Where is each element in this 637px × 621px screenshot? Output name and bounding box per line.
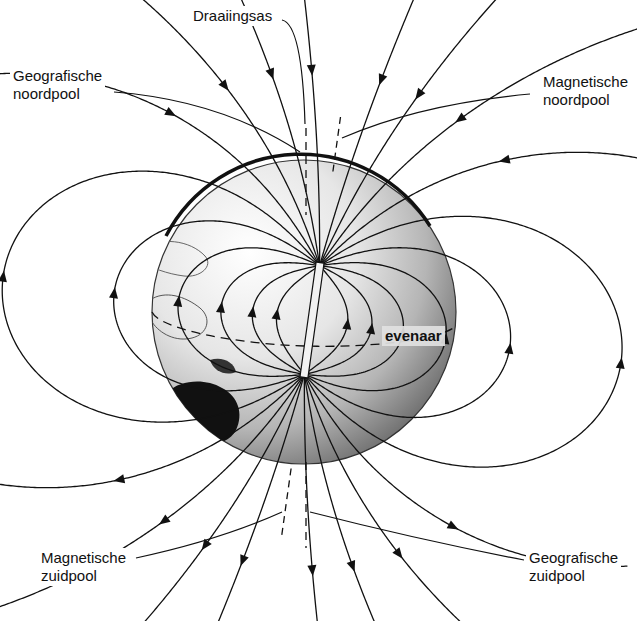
field-arrow bbox=[366, 322, 377, 334]
label-anchor: Geografische zuidpool bbox=[526, 548, 621, 586]
callout-label: Magnetische noordpool bbox=[540, 72, 631, 110]
field-arrow bbox=[375, 73, 387, 86]
callout-label: Magnetische zuidpool bbox=[38, 548, 129, 586]
coastline bbox=[140, 241, 208, 276]
field-line bbox=[126, 355, 304, 621]
leader-line bbox=[282, 20, 305, 124]
magnetic-axis bbox=[281, 469, 291, 538]
field-line bbox=[16, 0, 360, 266]
callout-label: Draaiingsas bbox=[190, 6, 275, 26]
field-arrow bbox=[453, 112, 467, 126]
field-arrow bbox=[342, 318, 352, 330]
magnetic-axis bbox=[333, 117, 341, 172]
field-arrow bbox=[392, 547, 406, 561]
field-line bbox=[320, 0, 498, 285]
field-line bbox=[170, 238, 321, 383]
field-arrow bbox=[109, 287, 119, 299]
label-anchor: Draaiingsas bbox=[190, 6, 275, 26]
field-arrow bbox=[164, 107, 178, 120]
globe-rim bbox=[166, 154, 430, 236]
field-arrow bbox=[156, 514, 170, 528]
field-arrow bbox=[218, 79, 232, 93]
field-arrow bbox=[112, 474, 125, 485]
field-arrow bbox=[307, 565, 317, 577]
bar-magnet bbox=[300, 262, 324, 378]
field-line bbox=[303, 256, 454, 401]
field-line bbox=[295, 196, 637, 487]
field-line bbox=[264, 374, 442, 621]
leader-line bbox=[114, 92, 300, 152]
callout-label: evenaar bbox=[382, 326, 445, 346]
callout-label: Geografische noordpool bbox=[10, 66, 105, 104]
field-arrow bbox=[0, 270, 8, 282]
label-anchor: Magnetische noordpool bbox=[540, 72, 631, 110]
field-line bbox=[103, 208, 324, 403]
island bbox=[210, 359, 236, 374]
continents bbox=[140, 241, 240, 444]
field-arrow bbox=[272, 308, 283, 320]
field-line bbox=[283, 374, 637, 572]
field-arrow bbox=[447, 520, 461, 533]
field-line bbox=[0, 152, 329, 443]
field-arrow bbox=[216, 301, 226, 313]
field-line bbox=[182, 0, 360, 266]
field-line bbox=[320, 0, 637, 308]
field-line bbox=[0, 326, 304, 524]
field-arrow bbox=[266, 68, 278, 81]
equator-line bbox=[152, 312, 456, 346]
label-anchor: Magnetische zuidpool bbox=[38, 548, 129, 586]
field-line bbox=[264, 374, 364, 621]
field-line bbox=[300, 236, 521, 431]
label-anchor: evenaar bbox=[382, 326, 445, 346]
field-arrow bbox=[173, 295, 183, 307]
field-line bbox=[261, 0, 361, 266]
field-arrow bbox=[412, 88, 426, 102]
rotation-axis bbox=[305, 462, 306, 548]
field-arrow bbox=[504, 342, 515, 354]
leader-line bbox=[342, 94, 530, 138]
field-arrow bbox=[307, 64, 317, 76]
rotation-axis bbox=[305, 128, 306, 215]
field-arrow bbox=[616, 357, 626, 369]
label-anchor: Geografische noordpool bbox=[10, 66, 105, 104]
field-line bbox=[205, 366, 305, 621]
field-arrow bbox=[347, 560, 359, 573]
field-line bbox=[320, 116, 637, 314]
field-arrow bbox=[498, 155, 511, 166]
field-arrow bbox=[247, 306, 257, 318]
leader-line bbox=[310, 512, 524, 560]
field-arrow bbox=[236, 554, 248, 567]
callout-label: Geografische zuidpool bbox=[526, 548, 621, 586]
leader-line bbox=[136, 512, 282, 558]
